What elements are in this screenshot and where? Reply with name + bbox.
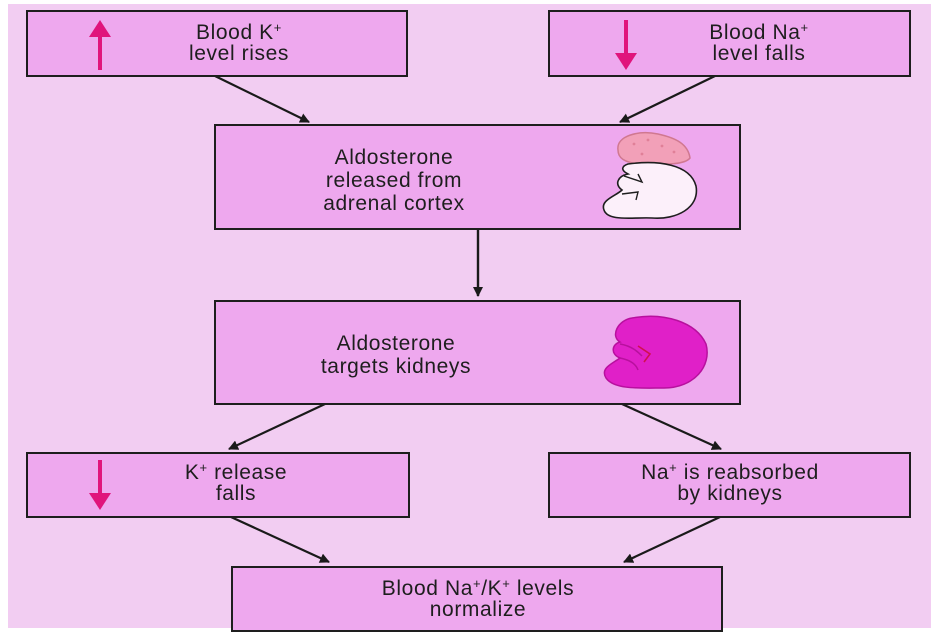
sodium-fall-box: Blood Na+ level falls: [548, 10, 911, 77]
adrenal-gland-kidney-image: [598, 130, 708, 222]
normalize-box: Blood Na+/K+ levels normalize: [231, 566, 723, 632]
potassium-rise-label: Blood K+ level rises: [128, 22, 350, 64]
kidney-image: [598, 312, 714, 392]
sodium-reabsorbed-label: Na+ is reabsorbed by kidneys: [560, 462, 900, 504]
aldosterone-release-box: Aldosterone released from adrenal cortex: [214, 124, 741, 230]
sodium-reabsorbed-box: Na+ is reabsorbed by kidneys: [548, 452, 911, 518]
aldosterone-targets-label: Aldosterone targets kidneys: [262, 332, 530, 378]
potassium-release-box: K+ release falls: [26, 452, 410, 518]
arrow-up-icon: [86, 20, 114, 70]
arrow-down-icon: [612, 20, 640, 70]
potassium-release-label: K+ release falls: [138, 462, 334, 504]
aldosterone-targets-box: Aldosterone targets kidneys: [214, 300, 741, 405]
sodium-fall-label: Blood Na+ level falls: [650, 22, 868, 64]
potassium-rise-box: Blood K+ level rises: [26, 10, 408, 77]
arrow-down-icon: [86, 460, 114, 510]
normalize-label: Blood Na+/K+ levels normalize: [253, 578, 703, 620]
aldosterone-release-label: Aldosterone released from adrenal cortex: [276, 146, 512, 215]
